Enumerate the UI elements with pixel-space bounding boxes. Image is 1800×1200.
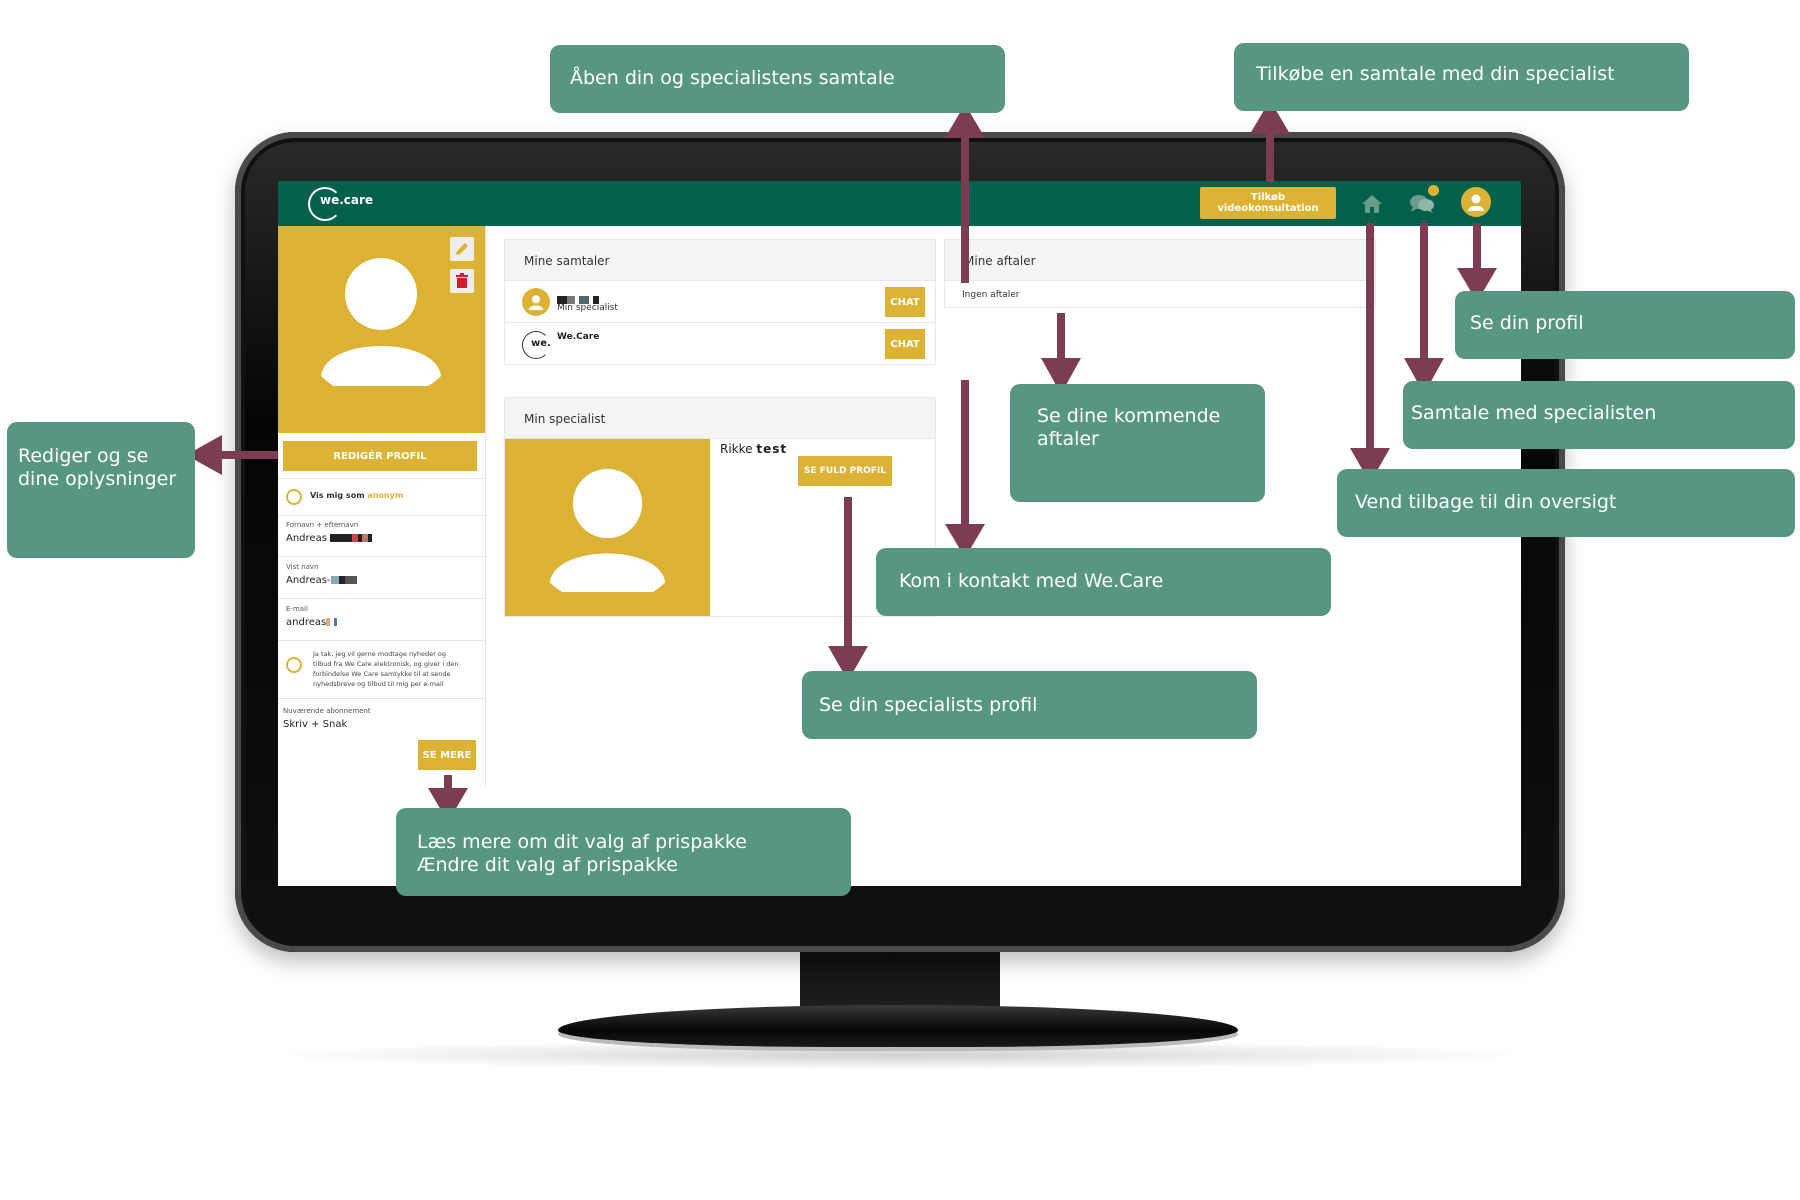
appointments-card: Mine aftaler Ingen aftaler — [944, 239, 1376, 308]
callout-specialist-profile: Se din specialists profil — [802, 671, 1257, 739]
name-label: Fornavn + efternavn — [286, 521, 359, 529]
email-value: andreas — [286, 617, 338, 628]
newsletter-radio[interactable] — [286, 657, 302, 673]
name-value: Andreas — [286, 533, 373, 544]
subscription-row: Nuværende abonnement Skriv + Snak — [278, 699, 485, 744]
profile-panel: REDIGÉR PROFIL Vis mig som anonym Fornav… — [278, 226, 486, 786]
callout-see-profile: Se din profil — [1455, 291, 1795, 359]
callout-edit-info: Rediger og se dine oplysninger — [7, 422, 195, 558]
newsletter-consent-row[interactable]: Ja tak, jeg vil gerne modtage nyheder og… — [278, 641, 485, 699]
conversation-subtitle: Min specialist — [557, 303, 618, 313]
callout-upcoming-appointments: Se dine kommende aftaler — [1010, 384, 1265, 502]
conversation-item[interactable]: Min specialist CHAT — [505, 281, 935, 323]
name-field[interactable]: Fornavn + efternavn Andreas — [278, 515, 485, 557]
conversation-name: We.Care — [557, 332, 600, 342]
pencil-icon[interactable] — [450, 237, 474, 261]
notification-badge — [1428, 185, 1439, 196]
specialist-card: Min specialist Rikke test SE FULD PROFIL — [504, 397, 936, 617]
conversation-name-redacted — [557, 289, 599, 308]
callout-chat-specialist: Samtale med specialisten — [1403, 381, 1795, 449]
anonymous-radio[interactable] — [286, 489, 302, 505]
email-field[interactable]: E-mail andreas — [278, 599, 485, 641]
chat-specialist-button[interactable]: CHAT — [885, 287, 925, 317]
specialist-name: Rikke test — [720, 442, 788, 456]
monitor-base — [558, 1005, 1238, 1047]
chat-bubbles-icon[interactable] — [1408, 190, 1436, 218]
callout-open-conversation: Åben din og specialistens samtale — [550, 45, 1005, 113]
newsletter-text: Ja tak, jeg vil gerne modtage nyheder og… — [313, 650, 459, 688]
see-more-button[interactable]: SE MERE — [418, 740, 476, 770]
callout-buy-conversation: Tilkøbe en samtale med din specialist — [1234, 43, 1689, 111]
app-screen: we.care Tilkøb videokonsultation — [278, 181, 1521, 886]
trash-icon[interactable] — [450, 269, 474, 293]
specialist-title: Min specialist — [524, 412, 606, 426]
display-name-field[interactable]: Vist navn Andreas- — [278, 557, 485, 599]
buy-video-consultation-button[interactable]: Tilkøb videokonsultation — [1200, 187, 1336, 219]
display-name-label: Vist navn — [286, 563, 319, 571]
callout-price-package: Læs mere om dit valg af prispakke Ændre … — [396, 808, 851, 896]
appointments-empty: Ingen aftaler — [962, 290, 1020, 300]
specialist-photo — [505, 439, 710, 616]
top-bar: we.care Tilkøb videokonsultation — [278, 181, 1521, 226]
profile-photo — [278, 226, 485, 433]
anonymous-toggle-row[interactable]: Vis mig som anonym — [278, 478, 485, 516]
appointments-title: Mine aftaler — [964, 254, 1036, 268]
specialist-silhouette-icon — [549, 468, 666, 592]
logo-text: we.care — [320, 193, 374, 207]
profile-avatar-button[interactable] — [1461, 187, 1491, 217]
conversations-header: Mine samtaler — [505, 240, 935, 281]
wecare-mini-logo-text: we. — [531, 338, 551, 349]
user-silhouette-icon — [321, 258, 441, 386]
callout-back-to-overview: Vend tilbage til din oversigt — [1337, 469, 1795, 537]
email-label: E-mail — [286, 605, 308, 613]
user-icon — [1468, 194, 1484, 211]
edit-profile-button[interactable]: REDIGÉR PROFIL — [283, 441, 477, 471]
subscription-value: Skriv + Snak — [283, 719, 348, 730]
anonymous-label: Vis mig som anonym — [310, 491, 404, 500]
home-icon[interactable] — [1358, 190, 1386, 218]
conversation-item[interactable]: we. We.Care CHAT — [505, 323, 935, 363]
subscription-label: Nuværende abonnement — [283, 707, 371, 715]
wecare-logo-icon[interactable] — [308, 187, 342, 221]
specialist-header: Min specialist — [505, 398, 935, 439]
wecare-mini-logo-icon — [522, 331, 550, 359]
conversations-card: Mine samtaler Min specialist CHAT we. We… — [504, 239, 936, 365]
conversations-title: Mine samtaler — [524, 254, 610, 268]
display-name-value: Andreas- — [286, 575, 357, 586]
photo-actions — [450, 237, 474, 301]
full-profile-button[interactable]: SE FULD PROFIL — [798, 456, 892, 486]
callout-contact-wecare: Kom i kontakt med We.Care — [876, 548, 1331, 616]
specialist-avatar-icon — [522, 288, 550, 316]
appointments-header: Mine aftaler — [945, 240, 1375, 281]
chat-wecare-button[interactable]: CHAT — [885, 329, 925, 359]
